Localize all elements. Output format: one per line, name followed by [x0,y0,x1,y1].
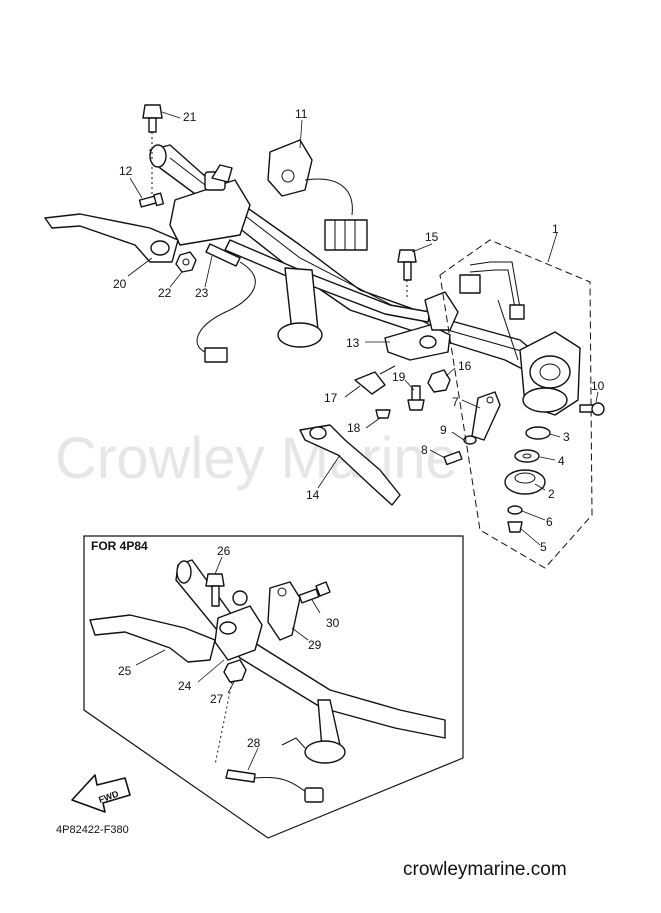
callout-24: 24 [178,679,192,693]
callout-22: 22 [158,286,172,300]
callout-28: 28 [247,736,261,750]
callout-2: 2 [548,487,555,501]
main-assembly [44,104,605,569]
callout-3: 3 [563,430,570,444]
callout-16: 16 [458,359,472,373]
fwd-arrow-icon: FWD [71,774,131,813]
callout-20: 20 [113,277,127,291]
guide-7 [471,391,501,441]
callout-10: 10 [591,379,605,393]
callout-21: 21 [183,110,197,124]
callout-7: 7 [452,395,459,409]
callout-30: 30 [326,616,340,630]
main-switch-group [439,239,593,569]
bolt-19 [407,385,425,411]
footer-url: crowleymarine.com [403,859,567,880]
left-perch [169,164,251,246]
clip-3 [525,426,551,440]
callout-4: 4 [558,454,565,468]
nut-22 [175,251,197,273]
washer-6 [507,505,523,515]
callout-19: 19 [392,370,406,384]
washer-4 [514,449,540,463]
callout-17: 17 [324,391,338,405]
switch-17 [354,365,396,395]
lever-right-14 [299,424,401,506]
callout-29: 29 [308,638,322,652]
screw-10 [579,402,605,416]
callout-5: 5 [540,540,547,554]
callout-1: 1 [552,222,559,236]
handlebar-switch-11 [267,139,368,251]
callout-6: 6 [546,515,553,529]
bolt-8 [443,450,463,466]
bolt-12 [138,192,165,208]
callout-9: 9 [440,423,447,437]
callout-14: 14 [306,488,320,502]
main-leader-lines [127,111,599,546]
housing-2 [504,469,546,495]
callout-27: 27 [210,692,224,706]
diagram-code: 4P82422-F380 [56,824,129,836]
callout-18: 18 [347,421,361,435]
watermark-text: Crowley Marine [55,426,458,491]
bolt-15 [397,249,417,300]
handlebar-brace [224,239,431,348]
callout-26: 26 [217,544,231,558]
callout-12: 12 [119,164,133,178]
lever-left [44,213,179,263]
inset-panel: FOR 4P84 [83,535,464,839]
screw-5 [507,521,523,533]
inset-title: FOR 4P84 [91,539,148,553]
callout-25: 25 [118,664,132,678]
switch-23 [196,243,256,363]
callout-11: 11 [295,107,308,121]
bolt-21 [142,104,163,200]
callout-13: 13 [346,336,360,350]
nut-16 [427,369,451,393]
main-callouts: 1 2 3 4 5 6 7 8 9 10 11 12 13 14 15 16 1… [113,107,605,554]
callout-23: 23 [195,286,209,300]
screw-18 [375,409,391,419]
callout-8: 8 [421,443,428,457]
callout-15: 15 [425,230,439,244]
right-perch-13 [384,291,459,361]
